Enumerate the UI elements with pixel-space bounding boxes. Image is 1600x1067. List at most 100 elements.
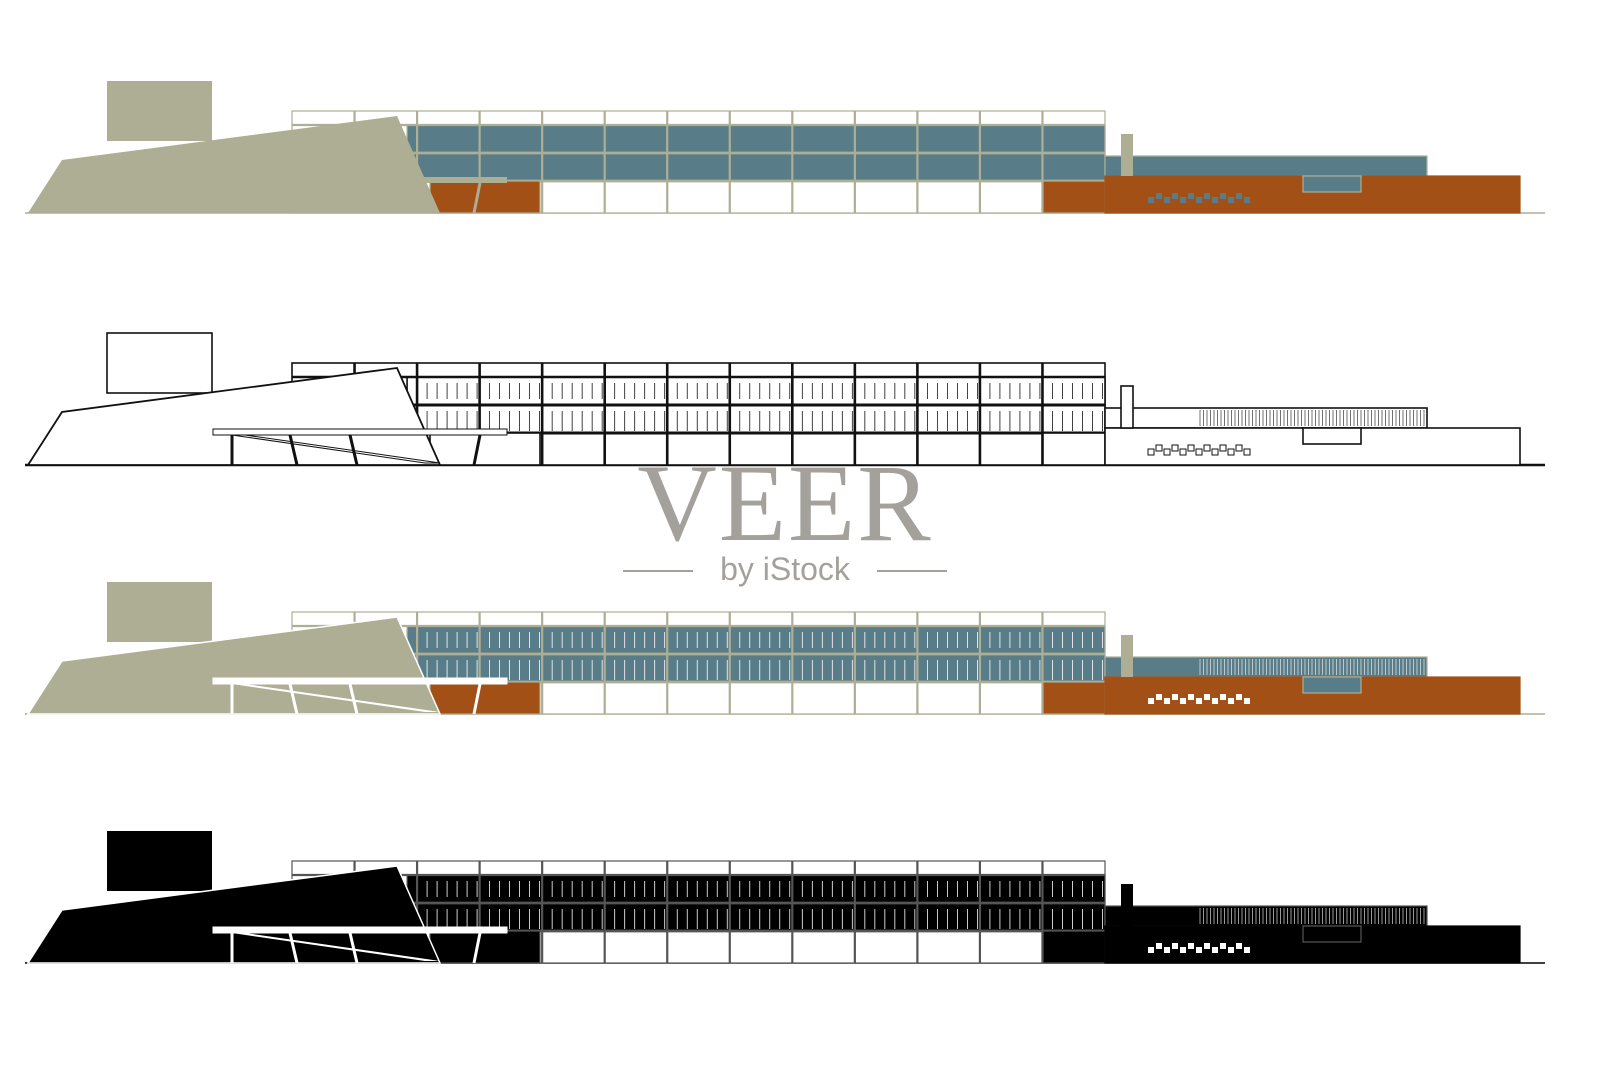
wing-pattern-tile [1164,947,1170,953]
base-panel-left [429,180,541,214]
watermark: VEER by iStock [623,442,947,587]
wing-pattern-tile [1172,193,1178,199]
ramp [232,933,440,961]
wing-pattern-tile [1163,448,1171,456]
wing-pattern-tile [1204,943,1210,949]
base-panel-right [1042,930,1106,964]
wing-pattern-tile [1220,943,1226,949]
wing-pattern-tile [1188,943,1194,949]
elevation-black-silhouette [25,831,1545,964]
wing-pattern-tile [1180,698,1186,704]
tower-block [107,831,212,891]
wing-pattern-tile [1195,448,1203,456]
wing-pattern-tile [1212,197,1218,203]
wing-pattern-tile [1244,197,1250,203]
wing-pattern-tile [1156,694,1162,700]
wing-pattern-tile [1164,197,1170,203]
wing-pattern-tile [1220,694,1226,700]
elevation-color-flat [25,81,1545,214]
wing-pattern-tile [1180,197,1186,203]
wing-pattern-tile [1196,197,1202,203]
wing-pattern-tile [1188,193,1194,199]
wing-pattern-tile [1156,193,1162,199]
wing-pattern-tile [1212,947,1218,953]
elevation-color-detailed [25,582,1545,715]
wing-window [1302,175,1362,193]
wing-pattern-tile [1236,193,1242,199]
wing-pattern-tile [1148,698,1154,704]
ramp [232,684,440,712]
wing-pattern-tile [1148,197,1154,203]
wing-pattern-tile [1212,698,1218,704]
wing-pattern-tile [1172,943,1178,949]
wing-pattern-tile [1228,197,1234,203]
wing-chimney [1121,134,1133,176]
tower-block [106,332,213,394]
deck-pier [348,434,359,466]
watermark-title: VEER [637,442,932,564]
deck-pier [472,182,482,214]
elevation-line-drawing [25,332,1545,467]
wing-pattern-tile [1227,448,1235,456]
wing-pattern-tile [1196,698,1202,704]
wing-pattern-tile [1147,448,1155,456]
wing-pattern-tile [1204,694,1210,700]
wing-chimney [1121,884,1133,926]
wing-pattern-tile [1155,444,1163,452]
wing-pattern-tile [1164,698,1170,704]
deck-pier [288,932,299,964]
wing-chimney [1121,635,1133,677]
wing-pattern-tile [1179,448,1187,456]
deck-pier [472,932,482,964]
wing-pattern-tile [1244,947,1250,953]
wing-pattern-tile [1203,444,1211,452]
wedge-mass [26,865,442,964]
wing-pattern-tile [1228,698,1234,704]
wing-pattern-tile [1156,943,1162,949]
deck-pier [472,434,482,466]
wing-pattern-tile [1171,444,1179,452]
deck-pier [472,683,482,715]
wing-pattern-tile [1211,448,1219,456]
wing-pattern-tile [1188,694,1194,700]
wing-window [1302,676,1362,694]
wing-pattern-tile [1204,193,1210,199]
deck-slab [212,677,508,685]
wedge-mass [26,367,442,466]
ramp [231,434,441,464]
wing-pattern-tile [1196,947,1202,953]
deck-pier [288,683,299,715]
wing-chimney [1120,385,1134,429]
elevations-group [25,81,1545,964]
deck-slab [212,926,508,934]
ramp [232,183,440,211]
wing-pattern-tile [1172,694,1178,700]
deck-slab [213,177,507,183]
tower-block [107,81,212,141]
wedge-mass [28,116,440,213]
wing-pattern-tile [1228,947,1234,953]
tower-block [107,582,212,642]
wing-pattern-tile [1235,444,1243,452]
deck-pier [288,182,299,214]
wing-pattern-tile [1180,947,1186,953]
base-panel-left [429,432,541,466]
wing-pattern-tile [1219,444,1227,452]
wing-pattern-tile [1220,193,1226,199]
deck-slab [212,428,508,436]
wing-pattern-tile [1243,448,1251,456]
wing-pattern-tile [1236,943,1242,949]
wing-window [1302,925,1362,943]
deck-pier [288,434,299,466]
wing-pattern-tile [1244,698,1250,704]
watermark-subtitle: by iStock [720,551,851,587]
base-panel-right [1042,681,1106,715]
base-panel-right [1042,432,1106,466]
base-panel-left [429,681,541,715]
deck-pier [348,182,359,214]
wing-window [1302,427,1362,445]
wing-glass-band [1104,155,1428,177]
wing-pattern-tile [1148,947,1154,953]
wedge-mass [26,616,442,715]
